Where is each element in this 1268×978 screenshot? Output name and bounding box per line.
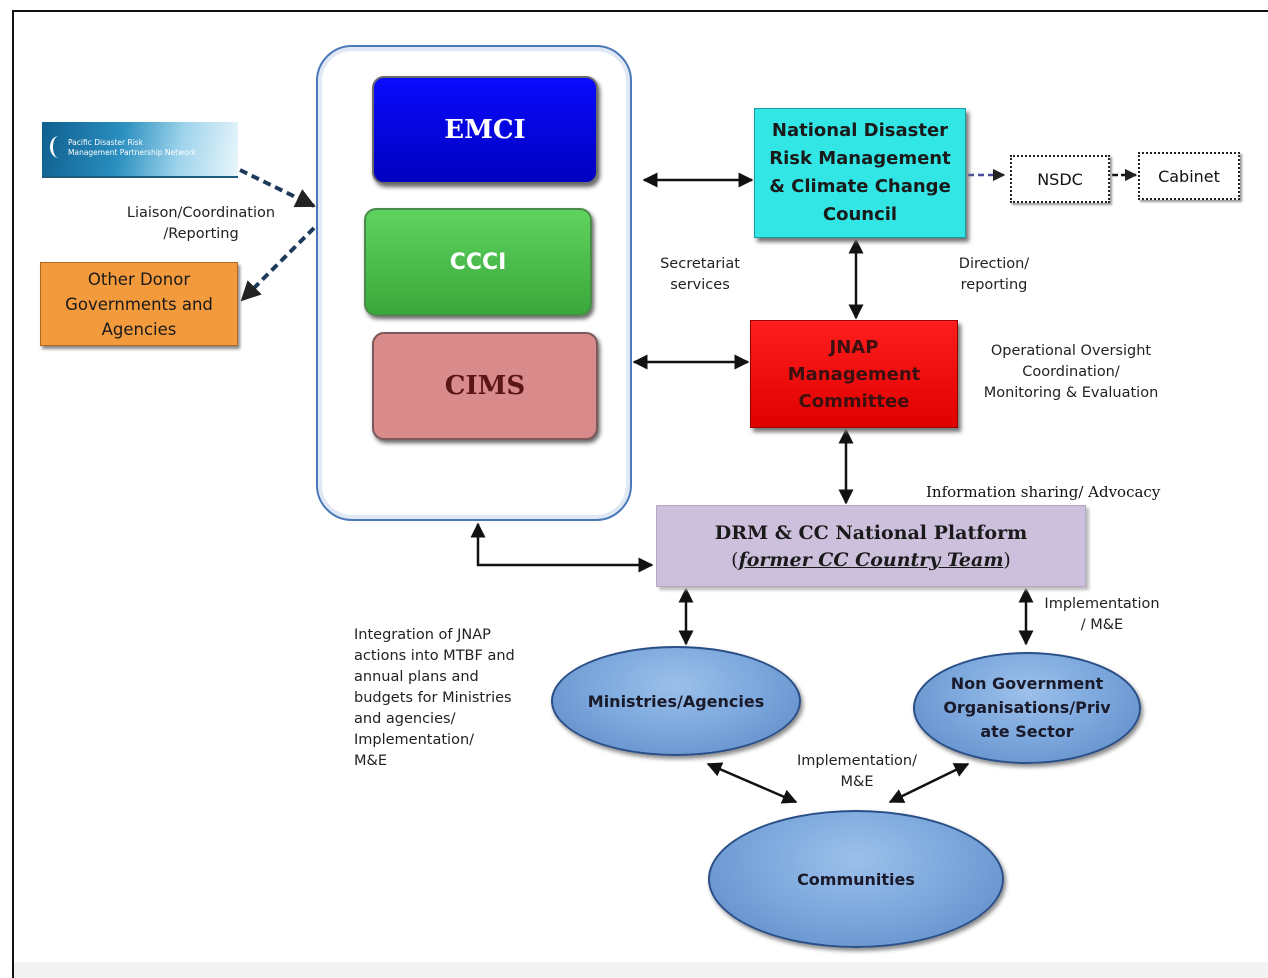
cabinet-box: Cabinet <box>1138 152 1240 200</box>
communities-label: Communities <box>797 869 915 889</box>
pdrm-logo: Pacific Disaster Risk Management Partner… <box>42 122 238 178</box>
implementation-right-label: Implementation / M&E <box>1044 596 1160 633</box>
ngo-line-2: Organisations/Priv <box>943 698 1111 717</box>
council-line-1: National Disaster <box>771 120 949 141</box>
oversight-label: Operational Oversight Coordination/ Moni… <box>983 343 1159 401</box>
ccci-label: CCCI <box>449 249 507 275</box>
platform-title: DRM & CC National Platform <box>714 522 1028 544</box>
arrow-container-donor <box>240 226 316 302</box>
logo-line-2: Management Partnership Network <box>68 148 197 157</box>
ngo-ellipse: Non Government Organisations/Priv ate Se… <box>913 652 1141 764</box>
ccci-block: CCCI <box>364 208 592 316</box>
arrow-ngo-communities <box>888 762 970 804</box>
council-line-4: Council <box>822 204 898 225</box>
bottom-strip <box>14 962 1268 978</box>
emci-label: EMCI <box>444 115 526 145</box>
donor-line-3: Agencies <box>101 319 177 339</box>
liaison-label: Liaison/Coordination /Reporting <box>126 205 276 242</box>
jnap-line-2: Management <box>787 363 921 385</box>
national-platform-box: DRM & CC National Platform (former CC Co… <box>656 505 1086 587</box>
arrow-container-platform <box>470 522 654 573</box>
communities-ellipse: Communities <box>708 810 1004 948</box>
donor-line-2: Governments and <box>65 294 213 314</box>
arrow-logo-container <box>239 168 316 208</box>
ministries-label: Ministries/Agencies <box>587 691 765 711</box>
council-box: National Disaster Risk Management & Clim… <box>754 108 966 238</box>
donor-line-1: Other Donor <box>87 269 191 289</box>
jnap-line-1: JNAP <box>829 336 879 358</box>
donor-box: Other Donor Governments and Agencies <box>40 262 238 346</box>
direction-label: Direction/ reporting <box>958 256 1030 293</box>
secretariat-label: Secretariat services <box>660 256 740 293</box>
council-line-3: & Climate Change <box>769 176 951 197</box>
emci-block: EMCI <box>372 76 598 184</box>
jnap-box: JNAP Management Committee <box>750 320 958 428</box>
nsdc-label: NSDC <box>1037 169 1083 189</box>
logo-line-1: Pacific Disaster Risk <box>68 138 144 147</box>
cabinet-label: Cabinet <box>1158 166 1220 186</box>
logo-swirl-icon <box>50 136 67 158</box>
platform-subtitle: (former CC Country Team) <box>731 549 1011 571</box>
ministries-ellipse: Ministries/Agencies <box>551 646 801 756</box>
nsdc-box: NSDC <box>1010 155 1110 203</box>
ngo-line-3: ate Sector <box>980 722 1074 741</box>
council-line-2: Risk Management <box>769 148 951 169</box>
implementation-bottom-label: Implementation/ M&E <box>796 753 918 790</box>
cims-block: CIMS <box>372 332 598 440</box>
platform-subtitle-text: former CC Country Team <box>738 549 1004 571</box>
ngo-line-1: Non Government <box>950 674 1104 693</box>
cims-label: CIMS <box>444 371 526 401</box>
jnap-line-3: Committee <box>798 390 910 412</box>
diagram-frame <box>12 10 1268 978</box>
arrow-ministries-communities <box>706 762 798 804</box>
integration-label: Integration of JNAP actions into MTBF an… <box>354 627 515 769</box>
info-sharing-label: Information sharing/ Advocacy <box>926 483 1161 501</box>
